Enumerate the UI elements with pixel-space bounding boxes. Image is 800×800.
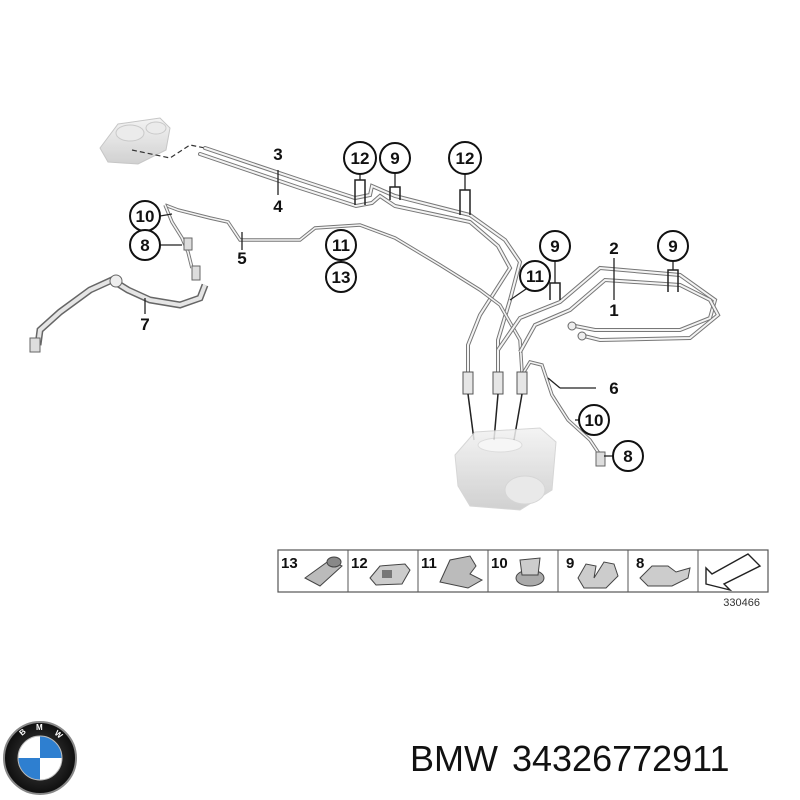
brake-line-5 (163, 203, 524, 373)
callout-11-right-center: 11 (519, 260, 551, 292)
label-5: 5 (237, 249, 246, 268)
callout-10-right: 10 (578, 404, 610, 436)
svg-text:10: 10 (136, 207, 155, 226)
grommet-13-icon (304, 556, 343, 587)
label-6: 6 (609, 379, 618, 398)
callout-9-right-center: 9 (539, 230, 571, 262)
hydraulic-unit (454, 427, 557, 511)
brand-name: BMW (410, 738, 498, 779)
label-4: 4 (273, 197, 283, 216)
svg-text:9: 9 (390, 149, 399, 168)
label-2: 2 (609, 239, 618, 258)
brake-line-3-4 (198, 146, 523, 374)
svg-text:9: 9 (668, 237, 677, 256)
callout-10-left: 10 (129, 200, 161, 232)
svg-text:8: 8 (140, 236, 149, 255)
svg-text:B: B (18, 727, 28, 738)
callout-12-top-left: 12 (343, 141, 377, 175)
clip-9-icon (577, 561, 619, 589)
svg-text:10: 10 (585, 411, 604, 430)
svg-text:8: 8 (636, 555, 644, 572)
svg-text:11: 11 (526, 267, 544, 286)
legend-item-12: 12 (351, 555, 411, 586)
clip-11-icon (439, 555, 484, 589)
callout-8-right: 8 (612, 440, 644, 472)
svg-text:13: 13 (332, 268, 351, 287)
legend-item-11: 11 (421, 555, 484, 589)
legend-item-8: 8 (636, 555, 691, 587)
label-7: 7 (140, 315, 149, 334)
part-identification: BMW 34326772911 (410, 738, 744, 780)
svg-text:12: 12 (351, 149, 370, 168)
arrow-icon (705, 553, 762, 592)
brake-hose-7 (29, 274, 209, 353)
label-1: 1 (609, 301, 618, 320)
svg-text:11: 11 (421, 555, 437, 572)
callout-12-top-right: 12 (448, 141, 482, 175)
clip-10-icon (515, 557, 545, 587)
svg-text:9: 9 (566, 555, 574, 572)
svg-text:M: M (36, 723, 43, 732)
callout-13-center: 13 (325, 261, 357, 293)
svg-text:11: 11 (332, 236, 350, 255)
legend-item-10: 10 (491, 555, 545, 587)
legend-item-9: 9 (566, 555, 619, 589)
legend-item-13: 13 (281, 555, 343, 587)
parts-legend: 13 12 11 10 9 (277, 549, 769, 593)
svg-text:12: 12 (456, 149, 475, 168)
callout-9-far-right: 9 (657, 230, 689, 262)
callout-11-center: 11 (325, 229, 357, 261)
svg-text:13: 13 (281, 555, 298, 572)
svg-text:12: 12 (351, 555, 368, 572)
master-cylinder (99, 117, 171, 165)
part-number: 34326772911 (511, 738, 730, 779)
clip-8-icon (639, 565, 691, 587)
diagram-reference-number: 330466 (723, 597, 760, 609)
label-3: 3 (273, 145, 282, 164)
clip-12-icon (369, 563, 411, 586)
svg-text:10: 10 (491, 555, 508, 572)
brake-line-1-2 (496, 265, 721, 353)
callout-9-top: 9 (379, 142, 411, 174)
svg-text:9: 9 (550, 237, 559, 256)
svg-text:W: W (53, 729, 65, 741)
svg-text:8: 8 (623, 447, 632, 466)
bmw-logo: B M W (3, 721, 77, 795)
callout-8-left: 8 (129, 229, 161, 261)
brake-line-6 (520, 359, 606, 467)
